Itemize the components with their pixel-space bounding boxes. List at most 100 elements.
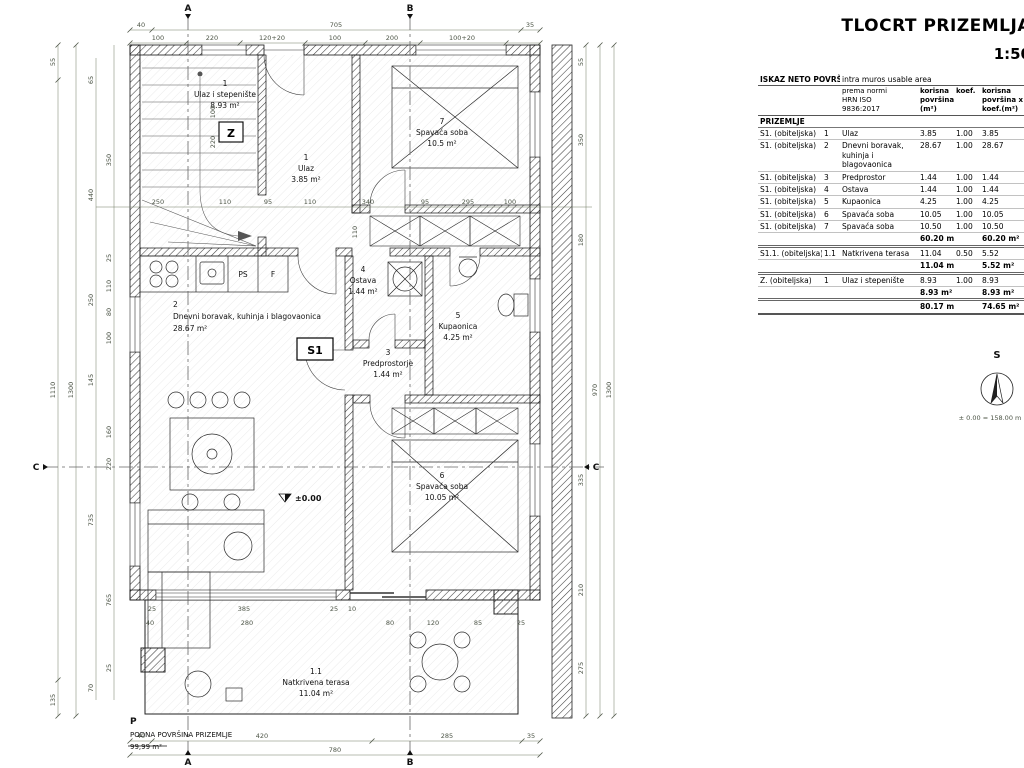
table-cell: 11.04: [918, 246, 955, 261]
table-row: Z. (obiteljska) 1 Ulaz i stepenište 8.93…: [758, 273, 1024, 287]
interior-walls: [139, 54, 541, 591]
dim-label: 340: [362, 198, 374, 206]
table-header-result: korisna površina x koef.(m²): [980, 85, 1024, 116]
table-cell: S1. (obiteljska): [758, 183, 822, 197]
table-cell: 10.05: [980, 208, 1024, 222]
axis-label-c-left: C: [33, 463, 40, 473]
axis-label-a-top: A: [185, 4, 192, 14]
doors: [263, 54, 481, 439]
dim-label: 1300: [67, 382, 75, 399]
table-cell: 1.1: [822, 246, 841, 261]
dim-label: 55: [49, 58, 57, 66]
dining-furniture: [167, 391, 255, 511]
dim-label: 705: [330, 21, 342, 29]
dim-label: 440: [87, 189, 95, 201]
table-row: S1. (obiteljska) 6 Spavaća soba 10.05 1.…: [758, 208, 1024, 222]
table-cell: 1: [822, 273, 841, 287]
sheet-title: TLOCRT PRIZEMLJA: [841, 16, 1024, 36]
table-cell: Spavaća soba: [840, 220, 919, 234]
table-cell: 10.05: [918, 208, 955, 222]
dim-label: 250: [87, 294, 95, 306]
footer-value: 99,99 m²: [130, 743, 162, 751]
room-ulaz-name: Ulaz: [298, 164, 314, 173]
table-cell: 3.85: [980, 127, 1024, 141]
table-cell: [758, 286, 919, 302]
dim-label: 1300: [605, 382, 613, 399]
north-arrow: S ± 0.00 = 158.00 m: [959, 350, 1022, 422]
sheet-scale: 1:50: [993, 45, 1024, 63]
unit-badges: Z S1: [218, 121, 334, 361]
table-cell: 1.00: [954, 171, 981, 184]
dim-label: 95: [421, 198, 429, 206]
dim-label: 250: [152, 198, 164, 206]
room-dnevni-area: 28.67 m²: [173, 324, 207, 333]
dim-label: 80: [105, 308, 113, 316]
dim-label: 10: [348, 605, 356, 613]
footer-p-marker: P: [130, 717, 137, 727]
dim-label: 25: [517, 619, 525, 627]
table-title-left: ISKAZ NETO POVRŠINA: [758, 74, 841, 87]
subtotal-result: 5.52 m²: [980, 259, 1024, 275]
table-cell: S1. (obiteljska): [758, 208, 822, 222]
room-ulaz-number: 1: [304, 153, 309, 162]
level-label: ±0.00: [295, 494, 322, 503]
total-result: 74.65 m²: [980, 299, 1024, 315]
dim-label: 280: [241, 619, 253, 627]
dim-label: 25: [330, 605, 338, 613]
table-cell: 1.44: [980, 171, 1024, 184]
table-cell: 4.25: [918, 195, 955, 209]
table-header-norm: prema normi HRN ISO 9836:2017: [840, 85, 919, 116]
table-cell: 10.50: [980, 220, 1024, 234]
room-kupaonica-area: 4.25 m²: [443, 333, 472, 342]
dim-label: 25: [105, 254, 113, 262]
dim-label: 180: [577, 234, 585, 246]
table-cell: [758, 259, 919, 275]
bathroom-fixtures: [458, 256, 529, 317]
subtotal-area: 8.93 m²: [918, 286, 955, 302]
table-row: S1. (obiteljska) 1 Ulaz 3.85 1.00 3.85: [758, 127, 1024, 141]
room-z-area: 8.93 m²: [210, 101, 239, 110]
table-row: ISKAZ NETO POVRŠINA intra muros usable a…: [758, 74, 1024, 87]
table-cell: 1.44: [918, 171, 955, 184]
room-terasa-number: 1.1: [310, 667, 322, 676]
table-subtotal-row: 8.93 m² 8.93 m²: [758, 286, 1024, 302]
table-row: S1. (obiteljska) 4 Ostava 1.44 1.00 1.44: [758, 183, 1024, 197]
table-row: S1. (obiteljska) 3 Predprostor 1.44 1.00…: [758, 171, 1024, 184]
table-cell: 4: [822, 183, 841, 197]
neighbor-wall: [551, 44, 573, 719]
table-cell: 1.44: [980, 183, 1024, 197]
dim-label: 970: [591, 384, 599, 396]
table-cell: 8.93: [980, 273, 1024, 287]
dim-label: 40: [137, 732, 145, 740]
axis-label-c-right: C: [593, 463, 600, 473]
table-cell: 5.52: [980, 246, 1024, 261]
axis-label-b-bottom: B: [407, 758, 414, 768]
dim-label: 65: [87, 76, 95, 84]
table-cell: S1.1. (obiteljska): [758, 246, 822, 261]
table-title-right: intra muros usable area: [840, 74, 1024, 87]
table-cell: S1. (obiteljska): [758, 139, 822, 172]
kitchen-dishwasher-label: PS: [238, 270, 248, 279]
dim-label: 210: [577, 584, 585, 596]
table-cell: 1.00: [954, 127, 981, 141]
table-header-koef: koef.: [954, 85, 981, 116]
dim-label: 120: [427, 619, 439, 627]
axis-lines: [44, 16, 604, 752]
dim-label: 220: [105, 458, 113, 470]
table-cell: S1. (obiteljska): [758, 195, 822, 209]
room-labels: 1 Ulaz i stepenište 8.93 m² 1 Ulaz 3.85 …: [173, 79, 477, 698]
table-cell: [758, 232, 919, 248]
sofa: [147, 509, 265, 649]
axis-label-a-bottom: A: [185, 758, 192, 768]
table-cell: S1. (obiteljska): [758, 171, 822, 184]
subtotal-area: 11.04 m²: [918, 259, 955, 275]
dim-label: 110: [219, 198, 231, 206]
north-label: S: [993, 350, 1000, 361]
table-cell: Natkrivena terasa: [840, 246, 919, 261]
dimension-labels: 40 705 35 100 220 120+20 100 200 100+20 …: [49, 21, 613, 754]
dim-label: 780: [329, 746, 341, 754]
room-ostava-area: 1.44 m²: [348, 287, 377, 296]
dim-label: 100: [209, 106, 217, 118]
windows: [129, 44, 541, 601]
